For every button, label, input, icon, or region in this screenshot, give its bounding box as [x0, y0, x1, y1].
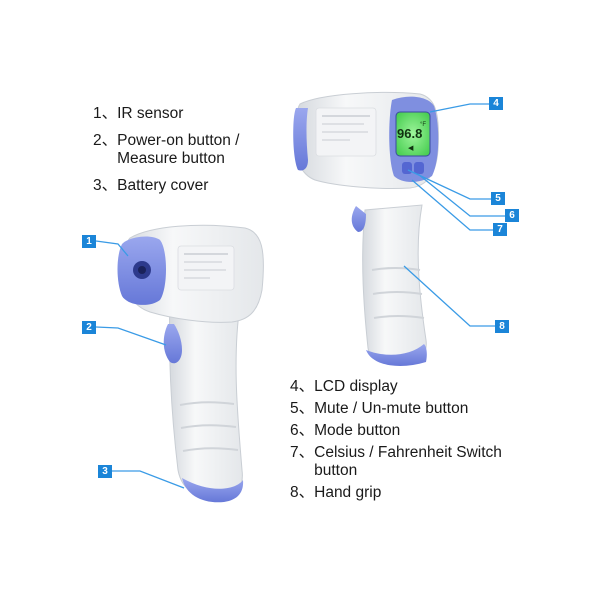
back-thermometer: 96.8 °F ◀	[293, 91, 439, 366]
front-battery-cover	[182, 478, 244, 503]
legend-item-hand-grip: 8、Hand grip	[290, 484, 382, 501]
front-power-button	[163, 324, 182, 364]
callout-badge-1: 1	[82, 235, 96, 248]
legend-back-parts: 4、LCD display 5、Mute / Un-mute button 6、…	[290, 378, 502, 506]
callout-badge-7: 7	[493, 223, 507, 236]
legend-item-power-button: 2、Power-on button / Measure button	[93, 132, 240, 167]
legend-item-mute-button: 5、Mute / Un-mute button	[290, 400, 469, 417]
back-battery-cover	[366, 344, 427, 366]
speaker-icon: ◀	[408, 145, 414, 152]
callout-badge-5: 5	[491, 192, 505, 205]
callout-lines	[95, 103, 505, 489]
legend-item-ir-sensor: 1、IR sensor	[93, 105, 184, 122]
callout-badge-2: 2	[82, 321, 96, 334]
callout-badge-4: 4	[489, 97, 503, 110]
back-mode-button	[414, 162, 424, 174]
callout-badge-3: 3	[98, 465, 112, 478]
front-thermometer	[117, 224, 264, 503]
legend-front-parts: 1、IR sensor 2、Power-on button / Measure …	[93, 105, 239, 204]
lcd-display	[395, 111, 431, 157]
back-mute-button	[402, 162, 412, 174]
legend-item-battery-cover: 3、Battery cover	[93, 177, 209, 194]
lcd-reading: 96.8	[397, 126, 422, 141]
lcd-unit: °F	[420, 122, 426, 128]
legend-item-lcd-display: 4、LCD display	[290, 378, 398, 395]
callout-badge-8: 8	[495, 320, 509, 333]
back-hand-grip	[362, 204, 427, 365]
legend-item-mode-button: 6、Mode button	[290, 422, 401, 439]
callout-badge-6: 6	[505, 209, 519, 222]
legend-item-unit-switch-button: 7、Celsius / Fahrenheit Switch button	[290, 444, 502, 479]
front-hand-grip	[168, 299, 243, 499]
